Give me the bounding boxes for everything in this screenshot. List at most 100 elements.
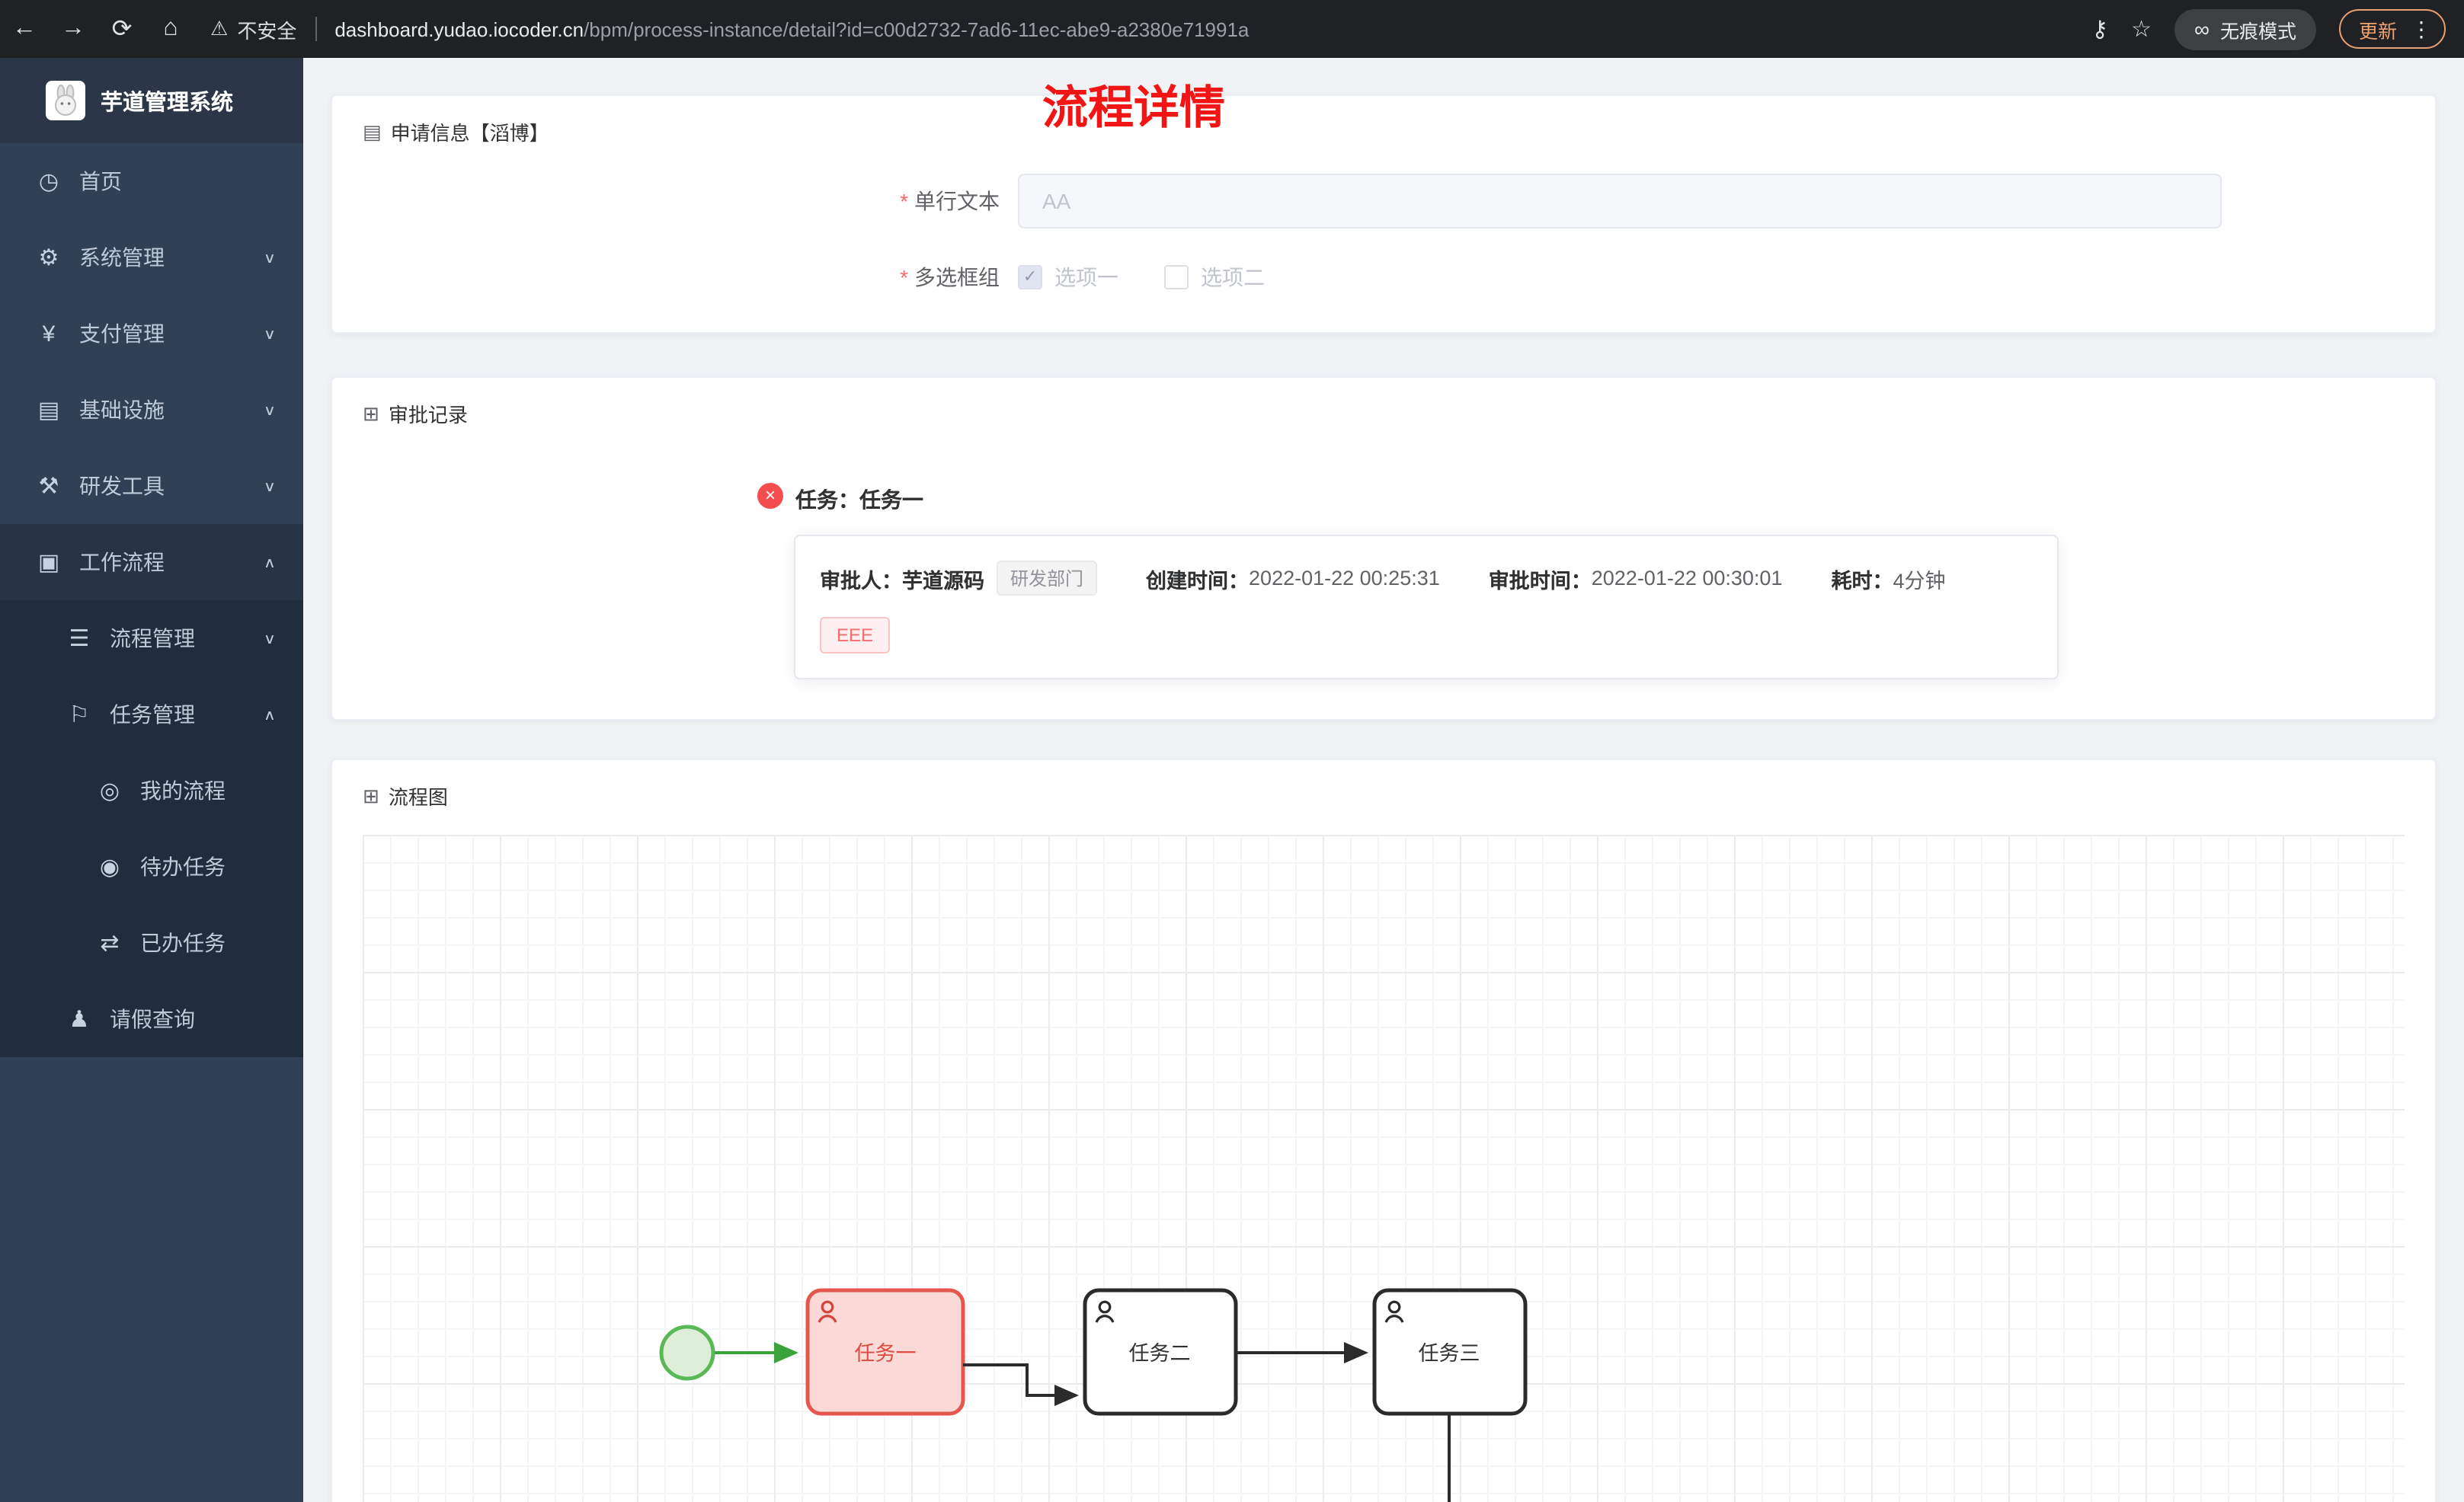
monitor-icon: ▤: [37, 398, 60, 423]
task-label: 任务三: [1419, 1342, 1480, 1365]
sidebar-item-infrastructure[interactable]: ▤ 基础设施 ∨: [0, 372, 303, 448]
sidebar-item-workflow[interactable]: ▣ 工作流程 ∧: [0, 524, 303, 600]
page-title: 流程详情: [1042, 84, 1225, 134]
process-diagram-header: ⊞ 流程图: [332, 760, 2435, 826]
incognito-label: 无痕模式: [2219, 21, 2296, 42]
document-icon: ▤: [363, 120, 382, 142]
bpmn-canvas[interactable]: 任务一 任务二: [363, 835, 2405, 1502]
sidebar-item-dev-tools[interactable]: ⚒ 研发工具 ∨: [0, 448, 303, 524]
sidebar-item-todo-tasks[interactable]: ◉ 待办任务: [0, 829, 303, 905]
chevron-up-icon: ∧: [263, 554, 276, 571]
sidebar-item-label: 工作流程: [79, 550, 165, 574]
user-task-icon: [1384, 1300, 1404, 1323]
checkbox-option-2[interactable]: 选项二: [1164, 262, 1265, 292]
address-bar[interactable]: ⚠ 不安全 dashboard.yudao.iocoder.cn /bpm/pr…: [210, 14, 2073, 43]
warning-icon: ⚠: [210, 17, 229, 40]
card-title: 流程图: [388, 786, 448, 809]
user-icon: ♟: [69, 1007, 90, 1033]
sidebar-item-done-tasks[interactable]: ⇄ 已办任务: [0, 905, 303, 981]
key-icon[interactable]: ⚷: [2091, 17, 2109, 43]
form-row-checkbox: *多选框组 ✓ 选项一 选项二: [332, 262, 2435, 292]
eye-icon: ◉: [99, 855, 120, 880]
approval-detail-row: 审批人： 芋道源码 研发部门 创建时间： 2022-01-22 00:25:31…: [820, 561, 2033, 596]
approver-name: 芋道源码: [902, 569, 984, 592]
sidebar: 芋道管理系统 ◷ 首页 ⚙ 系统管理 ∨ ¥ 支付管理 ∨ ▤ 基础设施 ∨: [0, 58, 303, 1502]
chevron-up-icon: ∧: [263, 707, 276, 724]
forward-icon[interactable]: →: [61, 15, 85, 41]
task-node-2[interactable]: 任务二: [1083, 1288, 1238, 1416]
duration-group: 耗时： 4分钟: [1831, 563, 1945, 593]
start-event-node[interactable]: [659, 1325, 715, 1381]
sidebar-item-label: 系统管理: [79, 245, 165, 270]
approve-time-value: 2022-01-22 00:30:01: [1591, 567, 1783, 590]
incognito-icon: ∞: [2194, 17, 2210, 41]
sidebar-item-process-management[interactable]: ☰ 流程管理 ∨: [0, 600, 303, 676]
person-circle-icon: ◎: [99, 778, 120, 804]
reject-circle-icon: ×: [757, 483, 783, 509]
field-label: *单行文本: [900, 189, 1000, 213]
chevron-down-icon: ∨: [263, 478, 276, 495]
sequence-flow-1-2: [963, 1363, 1079, 1406]
application-info-card: ▤ 申请信息【滔博】 *单行文本 *多选框组 ✓ 选项一: [331, 94, 2437, 334]
approval-detail-box: 审批人： 芋道源码 研发部门 创建时间： 2022-01-22 00:25:31…: [794, 535, 2059, 679]
sidebar-item-home[interactable]: ◷ 首页: [0, 143, 303, 219]
url-path: /bpm/process-instance/detail?id=c00d2732…: [584, 18, 1250, 40]
task-node-1-active[interactable]: 任务一: [805, 1288, 965, 1416]
menu-dots-icon[interactable]: ⋮: [2411, 16, 2432, 40]
user-task-icon: [818, 1300, 837, 1323]
checkbox-label: 选项一: [1054, 265, 1118, 289]
gear-icon: ⚙: [38, 245, 59, 271]
app-title: 芋道管理系统: [101, 91, 233, 115]
create-time-value: 2022-01-22 00:25:31: [1249, 567, 1440, 590]
checkbox-checked-icon: ✓: [1018, 265, 1042, 289]
sidebar-item-label: 基础设施: [79, 398, 165, 422]
chevron-down-icon: ∨: [263, 402, 276, 419]
sidebar-item-system-management[interactable]: ⚙ 系统管理 ∨: [0, 219, 303, 296]
required-mark: *: [900, 189, 908, 213]
workflow-submenu: ☰ 流程管理 ∨ ⚐ 任务管理 ∧ ◎ 我的流程 ◉ 待办任务: [0, 600, 303, 1057]
form-row-text: *单行文本: [332, 174, 2435, 228]
sidebar-item-label: 待办任务: [140, 855, 226, 879]
sidebar-item-label: 请假查询: [110, 1007, 195, 1031]
user-task-icon: [1095, 1300, 1115, 1323]
chevron-down-icon: ∨: [263, 326, 276, 343]
list-icon: ☰: [69, 626, 90, 652]
task-title: 任务：任务一: [795, 487, 923, 512]
back-icon[interactable]: ←: [12, 15, 37, 41]
approval-records-card: ⊞ 审批记录 × 任务：任务一 审批人： 芋道源码 研发部门: [331, 376, 2437, 721]
address-divider: [315, 17, 317, 41]
single-line-text-input[interactable]: [1018, 174, 2222, 228]
dashboard-icon: ◷: [38, 169, 59, 195]
duration-value: 4分钟: [1893, 569, 1946, 592]
task-node-3[interactable]: 任务三: [1372, 1288, 1528, 1416]
update-label: 更新: [2358, 21, 2397, 42]
sidebar-item-label: 已办任务: [140, 931, 226, 955]
chart-icon: ⊞: [363, 784, 379, 807]
sidebar-item-my-process[interactable]: ◎ 我的流程: [0, 753, 303, 829]
sidebar-item-task-management[interactable]: ⚐ 任务管理 ∧: [0, 676, 303, 753]
app-logo[interactable]: 芋道管理系统: [0, 58, 303, 143]
home-icon[interactable]: ⌂: [163, 15, 178, 41]
sidebar-item-leave-query[interactable]: ♟ 请假查询: [0, 981, 303, 1057]
comment-tag: EEE: [820, 617, 891, 654]
security-chip[interactable]: ⚠ 不安全: [210, 14, 296, 43]
department-tag: 研发部门: [997, 561, 1098, 596]
checkbox-unchecked-icon: [1164, 265, 1189, 289]
browser-toolbar: ← → ⟳ ⌂ ⚠ 不安全 dashboard.yudao.iocoder.cn…: [0, 0, 2464, 58]
update-button[interactable]: 更新 ⋮: [2338, 9, 2446, 49]
sidebar-item-label: 支付管理: [79, 321, 165, 346]
logo-rabbit-icon: [46, 81, 85, 120]
approve-time-group: 审批时间： 2022-01-22 00:30:01: [1488, 567, 1783, 592]
main-content: 流程详情 ▤ 申请信息【滔博】 *单行文本 *多选框组: [303, 58, 2464, 1502]
approval-timeline: × 任务：任务一 审批人： 芋道源码 研发部门 创建时间： 2022-01-22: [332, 443, 2435, 679]
star-icon[interactable]: ☆: [2131, 17, 2152, 43]
checkbox-option-1[interactable]: ✓ 选项一: [1018, 262, 1118, 292]
sidebar-item-payment-management[interactable]: ¥ 支付管理 ∨: [0, 296, 303, 372]
incognito-badge[interactable]: ∞ 无痕模式: [2174, 8, 2316, 50]
process-diagram-card: ⊞ 流程图: [331, 759, 2437, 1502]
reload-icon[interactable]: ⟳: [111, 17, 133, 43]
flag-icon: ⚐: [69, 702, 90, 728]
card-title: 申请信息【滔博】: [390, 122, 549, 145]
required-mark: *: [900, 265, 908, 289]
